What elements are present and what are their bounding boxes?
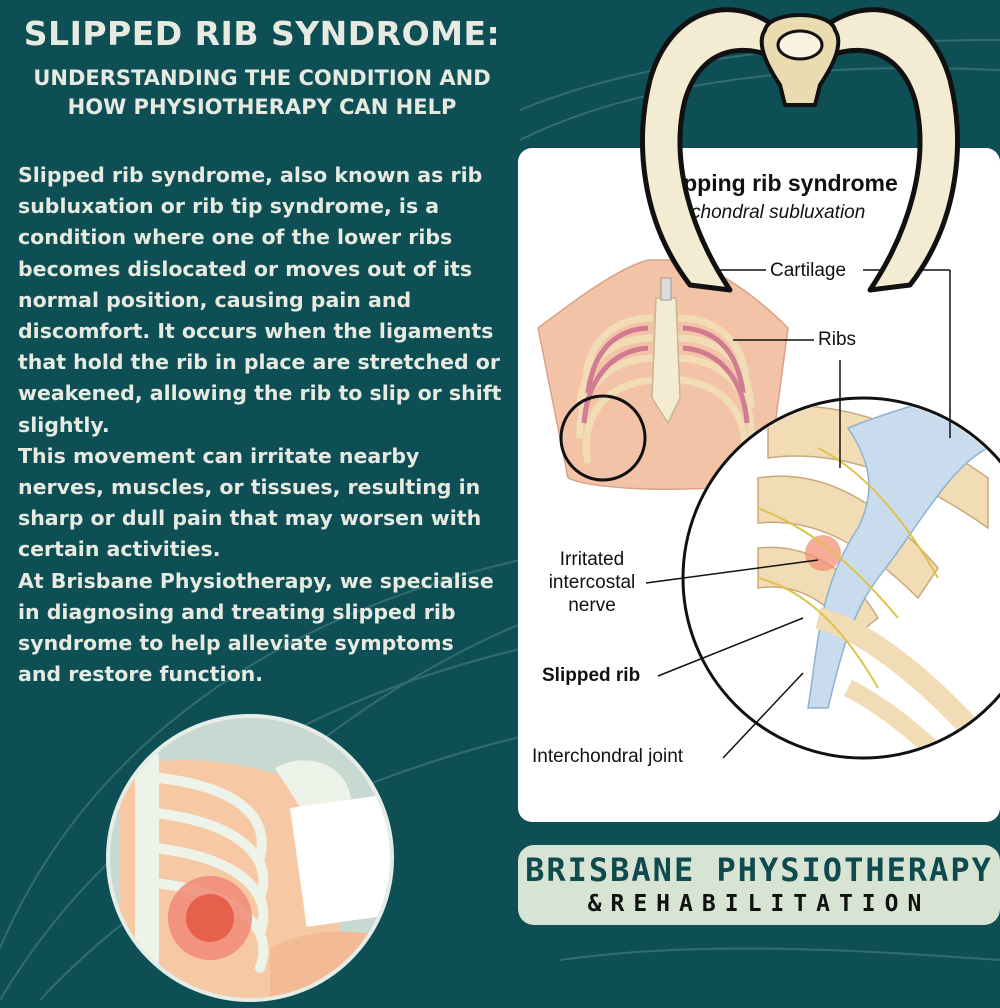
paragraph-definition: Slipped rib syndrome, also known as rib … (18, 163, 502, 437)
rib-diagram-illustration (537, 259, 1000, 760)
subtitle-line-2: HOW PHYSIOTHERAPY CAN HELP (67, 95, 457, 119)
page-title: SLIPPED RIB SYNDROME: (23, 14, 501, 53)
brand-tagline: &REHABILITATION (587, 891, 931, 917)
label-cartilage: Cartilage (770, 260, 847, 281)
label-interchondral-joint: Interchondral joint (532, 746, 684, 767)
page-subtitle: UNDERSTANDING THE CONDITION AND HOW PHYS… (8, 64, 516, 122)
subtitle-line-1: UNDERSTANDING THE CONDITION AND (33, 66, 491, 90)
label-irritated-line-3: nerve (568, 595, 616, 616)
label-irritated-line-1: Irritated (559, 549, 625, 570)
label-irritated-line-2: intercostal (548, 572, 636, 593)
paragraph-symptoms: This movement can irritate nearby nerves… (18, 443, 482, 562)
body-text: Slipped rib syndrome, also known as rib … (18, 160, 503, 690)
diagram-title: Slipping rib syndrome (655, 170, 898, 196)
diagram-subtitle: Interchondral subluxation (653, 202, 866, 223)
label-irritated-nerve: Irritated intercostal nerve (532, 548, 652, 617)
torso-pain-illustration (106, 714, 394, 1002)
label-ribs: Ribs (818, 329, 857, 350)
brand-logo: BRISBANE PHYSIOTHERAPY &REHABILITATION (518, 845, 1000, 925)
paragraph-treatment: At Brisbane Physiotherapy, we specialise… (18, 568, 494, 687)
brand-name: BRISBANE PHYSIOTHERAPY (525, 851, 993, 889)
label-slipped-rib: Slipped rib (542, 665, 641, 686)
ribcage-outline-illustration (640, 7, 960, 293)
diagram-card: Slipping rib syndrome Interchondral subl… (518, 148, 1000, 822)
